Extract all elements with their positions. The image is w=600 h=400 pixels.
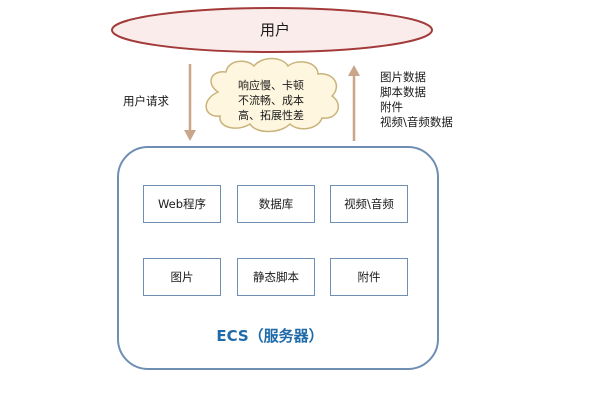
issue-cloud-text: 响应慢、卡顿 不流畅、成本 高、拓展性差 <box>219 78 323 123</box>
issue-line: 不流畅、成本 <box>238 94 304 107</box>
user-ellipse <box>111 7 433 53</box>
issue-line: 高、拓展性差 <box>238 109 304 122</box>
user-label: 用户 <box>259 21 290 39</box>
response-item: 视频\音频数据 <box>380 115 453 129</box>
response-item: 图片数据 <box>380 70 426 84</box>
module-attachments: 附件 <box>330 258 408 296</box>
request-arrow-head <box>184 130 196 141</box>
response-item: 附件 <box>380 100 403 114</box>
response-item: 脚本数据 <box>380 85 426 99</box>
response-arrow-head <box>348 65 360 76</box>
module-web-program: Web程序 <box>143 185 221 223</box>
module-static-scripts: 静态脚本 <box>237 258 315 296</box>
response-data-list: 图片数据 脚本数据 附件 视频\音频数据 <box>380 70 453 130</box>
request-label: 用户请求 <box>123 94 169 108</box>
issue-line: 响应慢、卡顿 <box>238 79 304 92</box>
module-database: 数据库 <box>237 185 315 223</box>
module-images: 图片 <box>143 258 221 296</box>
module-video-audio: 视频\音频 <box>330 185 408 223</box>
server-label: ECS（服务器） <box>216 327 324 345</box>
issue-cloud <box>205 57 340 133</box>
